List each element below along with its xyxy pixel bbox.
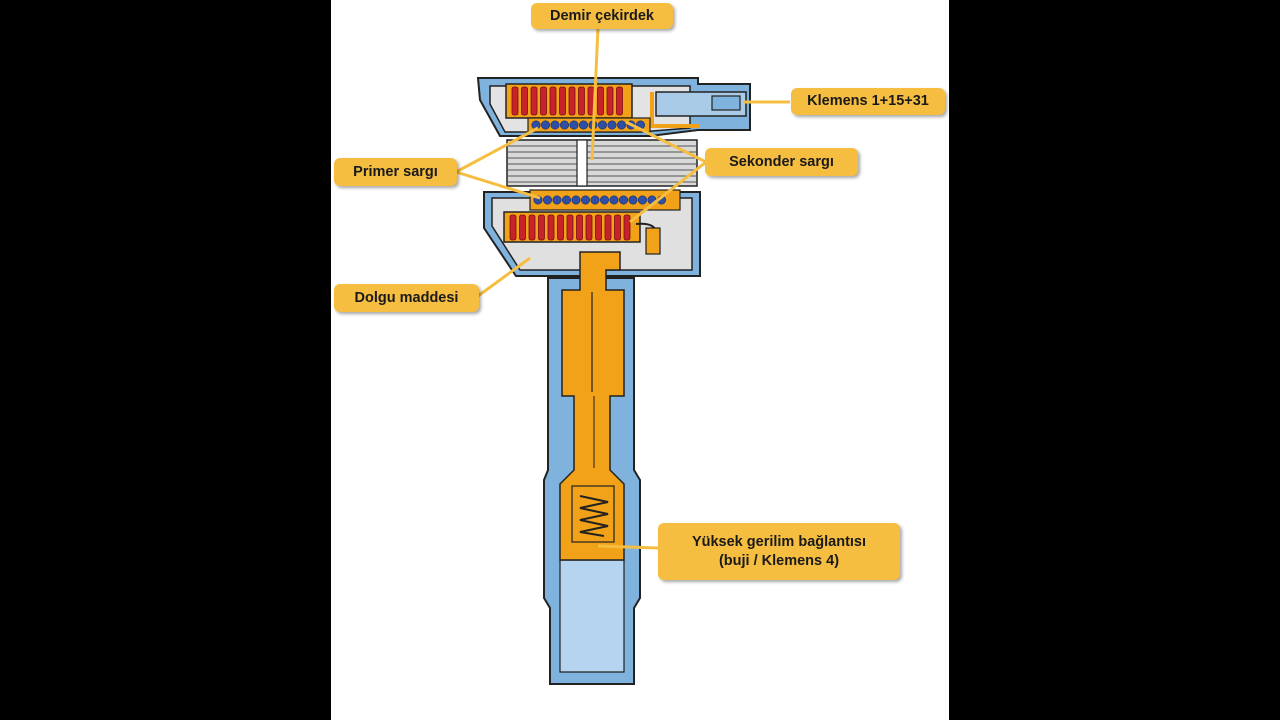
winding-turn <box>623 214 631 241</box>
winding-turn <box>607 120 617 130</box>
winding-turn <box>599 195 609 205</box>
lower-housing <box>483 189 701 277</box>
high-voltage-tube <box>543 251 641 685</box>
winding-turn <box>604 214 612 241</box>
winding-turn <box>614 214 621 241</box>
winding-turn <box>540 120 550 130</box>
winding-turn <box>595 214 602 241</box>
winding-turn <box>597 120 607 130</box>
winding-turn <box>597 86 604 116</box>
winding-turn <box>519 214 526 241</box>
winding-turn <box>616 120 626 130</box>
winding-turn <box>590 195 600 205</box>
winding-turn <box>511 86 519 116</box>
terminal-label: Klemens 1+15+31 <box>791 88 945 115</box>
winding-turn <box>538 214 545 241</box>
winding-turn <box>606 86 614 116</box>
iron-core-label: Demir çekirdek <box>531 3 673 29</box>
winding-turn <box>559 86 566 116</box>
winding-turn <box>637 195 647 205</box>
hv-connection-label-line1: Yüksek gerilim bağlantısı <box>691 533 867 550</box>
winding-turn <box>528 214 536 241</box>
leader-lines <box>455 27 790 550</box>
winding-turn <box>568 86 576 116</box>
winding-turn <box>549 86 557 116</box>
winding-turn <box>509 214 517 241</box>
winding-turn <box>542 195 552 205</box>
winding-turn <box>578 86 585 116</box>
winding-turn <box>550 120 560 130</box>
iron-core <box>506 139 698 187</box>
winding-turn <box>609 195 619 205</box>
winding-turn <box>628 195 638 205</box>
winding-turn <box>521 86 528 116</box>
winding-turn <box>585 214 593 241</box>
secondary-winding-label-text: Sekonder sargı <box>729 153 834 170</box>
winding-turn <box>552 195 562 205</box>
winding-turn <box>569 120 579 130</box>
winding-turn <box>578 120 588 130</box>
winding-turn <box>557 214 564 241</box>
winding-turn <box>576 214 583 241</box>
terminal-label-text: Klemens 1+15+31 <box>807 93 929 109</box>
hv-connection-label: Yüksek gerilim bağlantısı (buji / Klemen… <box>658 523 900 580</box>
spring <box>579 495 609 537</box>
filler-label: Dolgu maddesi <box>334 284 479 312</box>
secondary-winding-label: Sekonder sargı <box>705 148 858 176</box>
primary-winding-label-text: Primer sargı <box>353 163 438 180</box>
winding-turn <box>616 86 623 116</box>
winding-turn <box>547 214 555 241</box>
hv-connection-label-line2: (buji / Klemens 4) <box>718 552 840 569</box>
filler-label-text: Dolgu maddesi <box>354 289 459 306</box>
winding-turn <box>540 86 547 116</box>
winding-turn <box>580 195 590 205</box>
upper-primary-winding <box>505 83 651 133</box>
iron-core-label-text: Demir çekirdek <box>550 7 654 24</box>
winding-turn <box>561 195 571 205</box>
winding-turn <box>618 195 628 205</box>
winding-turn <box>559 120 569 130</box>
winding-turn <box>530 86 538 116</box>
winding-turn <box>571 195 581 205</box>
winding-turn <box>566 214 574 241</box>
primary-winding-label: Primer sargı <box>334 158 457 186</box>
